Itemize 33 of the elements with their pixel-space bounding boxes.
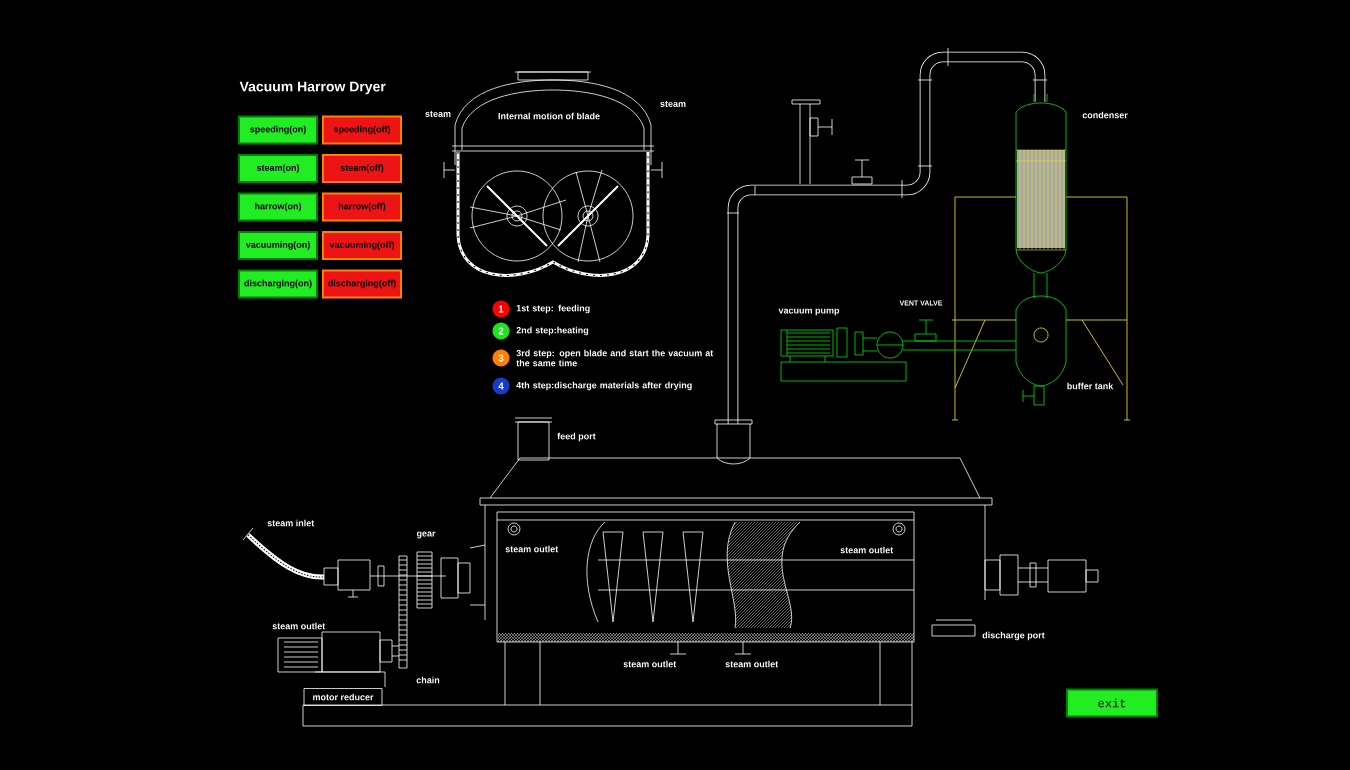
part-label: steam outlet bbox=[725, 660, 779, 668]
part-label: buffer tank bbox=[1067, 382, 1114, 390]
part-label: steam inlet bbox=[267, 519, 315, 527]
part-label: vacuum pump bbox=[778, 308, 840, 316]
title: Vacuum Harrow Dryer bbox=[239, 81, 386, 95]
part-label: chain bbox=[416, 676, 440, 684]
part-label: feed port bbox=[557, 432, 596, 442]
part-label: steam bbox=[660, 101, 686, 107]
part-label: steam outlet bbox=[840, 546, 894, 554]
part-label: discharge port bbox=[982, 631, 1045, 641]
toggle-button: discharging(off) bbox=[322, 269, 402, 299]
part-label: steam bbox=[425, 111, 451, 117]
motor-reducer-box: motor reducer bbox=[303, 688, 383, 706]
toggle-button: vacuuming(on) bbox=[238, 231, 318, 260]
part-label: condenser bbox=[1082, 111, 1128, 119]
toggle-button: harrow(on) bbox=[238, 192, 318, 222]
part-label: steam outlet bbox=[623, 660, 677, 668]
toggle-button: speeding(off) bbox=[322, 115, 402, 145]
toggle-button: steam(off) bbox=[322, 154, 402, 183]
toggle-button: speeding(on) bbox=[238, 115, 318, 145]
part-label: steam outlet bbox=[272, 622, 326, 630]
step-text: 4th step:discharge materials after drying bbox=[516, 381, 692, 391]
step-text: 1st step: feeding bbox=[516, 304, 590, 314]
part-label: steam outlet bbox=[505, 545, 559, 553]
toggle-button: vacuuming(off) bbox=[322, 231, 402, 260]
toggle-button: discharging(on) bbox=[238, 269, 318, 299]
part-label: gear bbox=[416, 531, 436, 539]
exit-button: exit bbox=[1066, 688, 1158, 718]
toggle-button: harrow(off) bbox=[322, 192, 402, 222]
step-text: 3rd step: open blade and start the vacuum at the same time bbox=[516, 349, 714, 367]
step-text: 2nd step:heating bbox=[516, 326, 589, 336]
part-label: Internal motion of blade bbox=[498, 112, 600, 120]
toggle-button: steam(on) bbox=[238, 154, 318, 183]
